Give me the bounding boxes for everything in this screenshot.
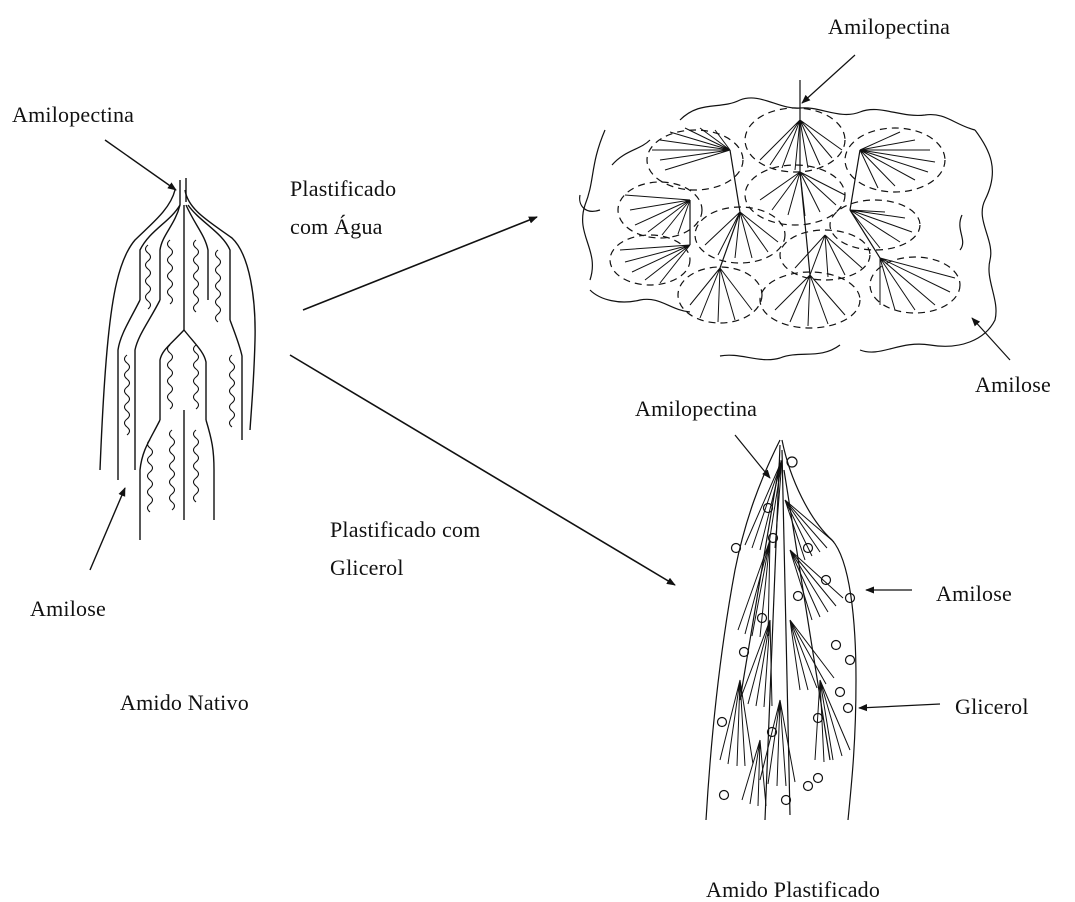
native-amylopectin-label: Amilopectina (12, 100, 134, 130)
glycerol-amylose-label: Amilose (936, 579, 1012, 609)
native-starch-caption: Amido Nativo (120, 688, 249, 718)
glycerol-process-arrow (290, 355, 675, 585)
water-amylopectin-arrow (802, 55, 855, 103)
glycerol-process-line2: Glicerol (330, 553, 404, 583)
water-amylose-label: Amilose (975, 370, 1051, 400)
amylose-helices (125, 240, 235, 512)
native-amylose-label: Amilose (30, 594, 106, 624)
native-amylopectin-arrow (105, 140, 176, 190)
glycerol-amylopectin-label: Amilopectina (635, 394, 757, 424)
glycerol-label-arrow (859, 704, 940, 708)
glycerol-process-line1: Plastificado com (330, 515, 480, 545)
native-starch-figure (90, 140, 255, 570)
glycerol-envelope-right (782, 440, 856, 820)
water-process-line2: com Água (290, 212, 383, 242)
water-amylopectin-label: Amilopectina (828, 12, 950, 42)
native-envelope-left (100, 190, 175, 470)
glycerol-plasticized-figure (706, 435, 940, 820)
water-plasticized-figure (580, 55, 1010, 360)
glycerol-label: Glicerol (955, 692, 1029, 722)
water-process-line1: Plastificado (290, 174, 396, 204)
glycerol-amylopectin-arrow (735, 435, 770, 478)
native-amylose-arrow (90, 488, 125, 570)
plasticized-starch-caption: Amido Plastificado (706, 875, 880, 902)
amylose-chain (583, 130, 605, 280)
water-amylose-arrow (972, 318, 1010, 360)
